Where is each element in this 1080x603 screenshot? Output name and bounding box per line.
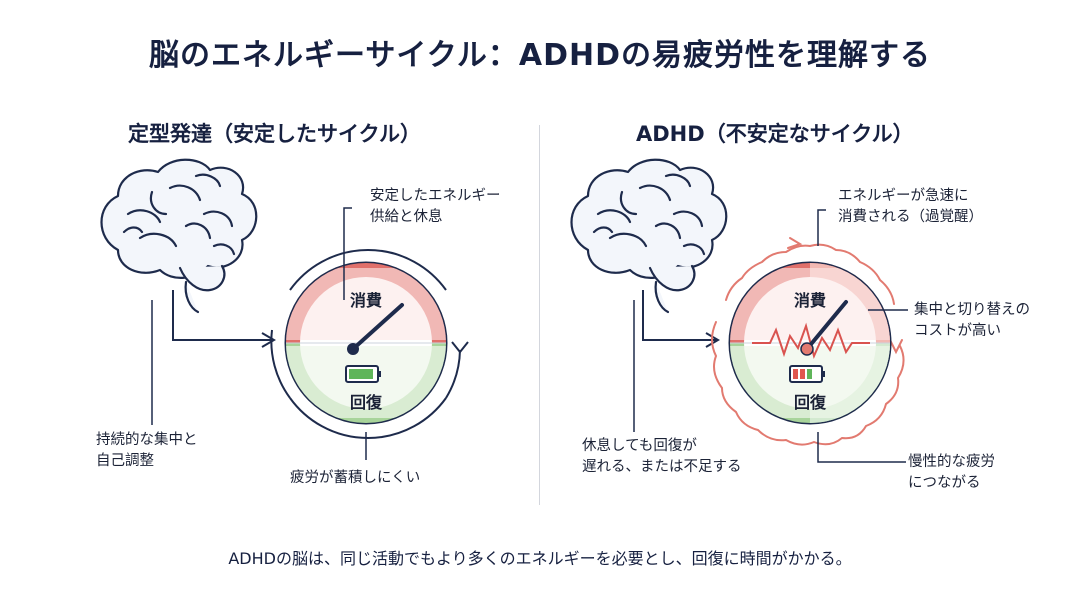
right-annotation-rapid-consumption: エネルギーが急速に 消費される（過覚醒） — [838, 188, 983, 225]
left-panel-heading: 定型発達（安定したサイクル） — [128, 122, 421, 146]
left-annotation-stable-supply: 安定したエネルギー 供給と休息 — [370, 188, 501, 225]
footer-summary: ADHDの脳は、同じ活動でもより多くのエネルギーを必要とし、回復に時間がかかる。 — [228, 549, 852, 568]
right-annotation-slow-recovery: 休息しても回復が 遅れる、または不足する — [582, 438, 742, 475]
left-gauge-consume-label: 消費 — [349, 291, 382, 310]
right-annotation-chronic-fatigue: 慢性的な疲労 につながる — [908, 454, 995, 491]
page-title: 脳のエネルギーサイクル：ADHDの易疲労性を理解する — [148, 38, 932, 73]
left-annotation-low-fatigue: 疲労が蓄積しにくい — [290, 470, 421, 486]
left-brain-icon — [100, 158, 258, 314]
right-gauge-recover-label: 回復 — [793, 393, 826, 412]
right-energy-gauge — [728, 261, 892, 425]
right-gauge-consume-label: 消費 — [793, 291, 826, 310]
panel-divider — [539, 125, 540, 505]
left-cycle-arc-top — [289, 249, 447, 291]
left-gauge-recover-label: 回復 — [349, 393, 382, 412]
right-panel-heading: ADHD（不安定なサイクル） — [636, 122, 914, 146]
left-annotation-sustained-focus: 持続的な集中と 自己調整 — [96, 432, 198, 469]
right-annotation-switch-cost: 集中と切り替えの コストが高い — [914, 302, 1030, 339]
right-brain-icon — [570, 158, 728, 314]
